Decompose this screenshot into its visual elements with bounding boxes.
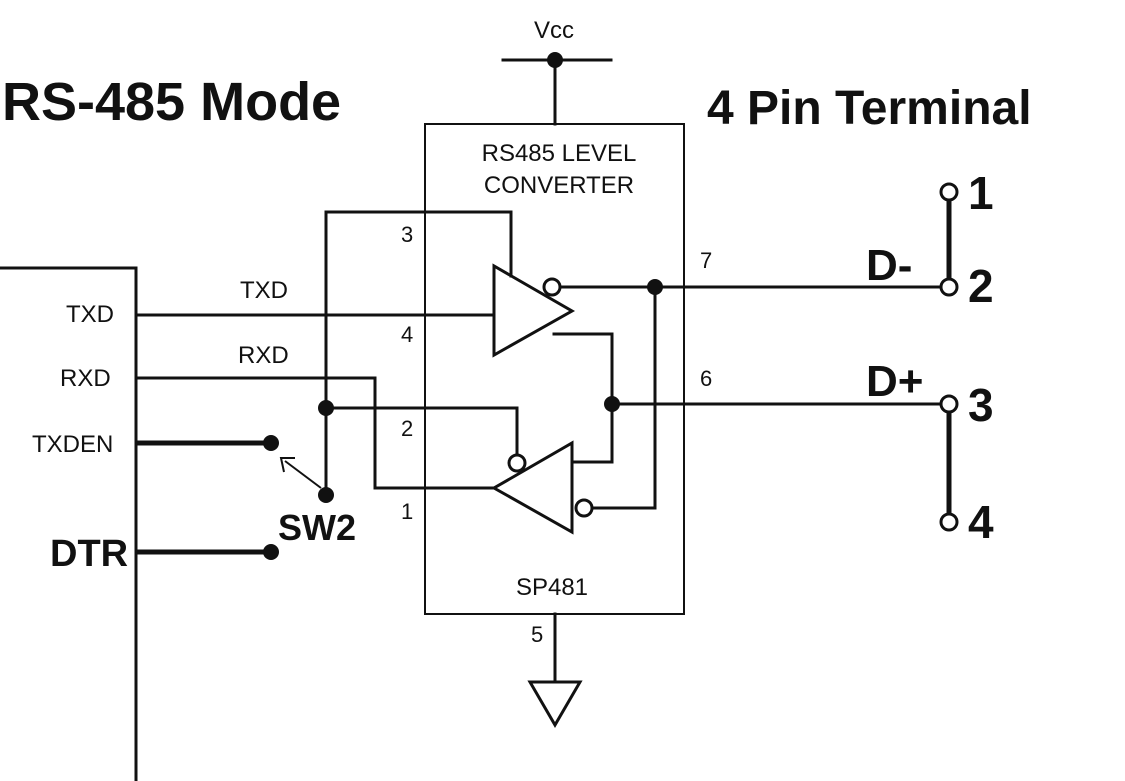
terminal-title: 4 Pin Terminal bbox=[707, 82, 1032, 135]
driver-enable-wire bbox=[324, 210, 513, 278]
host-connector-box bbox=[0, 266, 138, 781]
rxd-wire bbox=[134, 376, 496, 490]
dtr-switch-contact bbox=[263, 544, 279, 560]
txd-wire-label: TXD bbox=[240, 277, 288, 304]
pin-1-number: 1 bbox=[401, 499, 413, 524]
ic-label-line2: CONVERTER bbox=[484, 172, 634, 199]
driver-buffer bbox=[492, 263, 576, 358]
vcc-label: Vcc bbox=[534, 17, 574, 44]
receiver-buffer bbox=[490, 440, 574, 535]
sw2-label: SW2 bbox=[278, 507, 356, 548]
receiver-inverting-input-wire bbox=[590, 285, 657, 510]
ic-label-line1: RS485 LEVEL bbox=[482, 140, 637, 167]
pin-3-number: 3 bbox=[401, 222, 413, 247]
terminal-pin-1 bbox=[939, 182, 959, 202]
driver-noninverting-output-wire bbox=[552, 332, 614, 406]
pin-6-number: 6 bbox=[700, 366, 712, 391]
d-minus-label: D- bbox=[866, 241, 912, 290]
terminal-pin-3 bbox=[939, 394, 959, 414]
terminal-pin-4 bbox=[939, 512, 959, 532]
pin-7-number: 7 bbox=[700, 248, 712, 273]
ic-part-number: SP481 bbox=[516, 574, 588, 601]
terminal-pin-4-number: 4 bbox=[968, 496, 994, 548]
dtr-port-label: DTR bbox=[50, 533, 128, 575]
terminal-pin-1-number: 1 bbox=[968, 167, 994, 219]
terminal-pin-3-number: 3 bbox=[968, 379, 994, 431]
txden-port-label: TXDEN bbox=[32, 431, 113, 458]
pin-2-number: 2 bbox=[401, 416, 413, 441]
terminal-pin-2-number: 2 bbox=[968, 260, 994, 312]
terminal-pin-2 bbox=[939, 277, 959, 297]
d-plus-label: D+ bbox=[866, 357, 923, 406]
txden-switch-contact bbox=[263, 435, 279, 451]
rxd-port-label: RXD bbox=[60, 365, 111, 392]
driver-inverting-bubble bbox=[542, 277, 562, 297]
receiver-enable-bubble bbox=[507, 453, 527, 473]
pin-4-number: 4 bbox=[401, 322, 413, 347]
diagram-title: RS-485 Mode bbox=[2, 72, 341, 132]
sw2-arrow-head bbox=[279, 457, 295, 473]
pin-5-number: 5 bbox=[531, 622, 543, 647]
ground-symbol bbox=[527, 680, 583, 728]
receiver-inverting-bubble bbox=[574, 498, 594, 518]
sw2-lever bbox=[284, 460, 322, 489]
receiver-enable-wire bbox=[324, 406, 519, 457]
receiver-noninverting-input-wire bbox=[572, 402, 614, 464]
txd-port-label: TXD bbox=[66, 301, 114, 328]
rxd-wire-label: RXD bbox=[238, 342, 289, 369]
